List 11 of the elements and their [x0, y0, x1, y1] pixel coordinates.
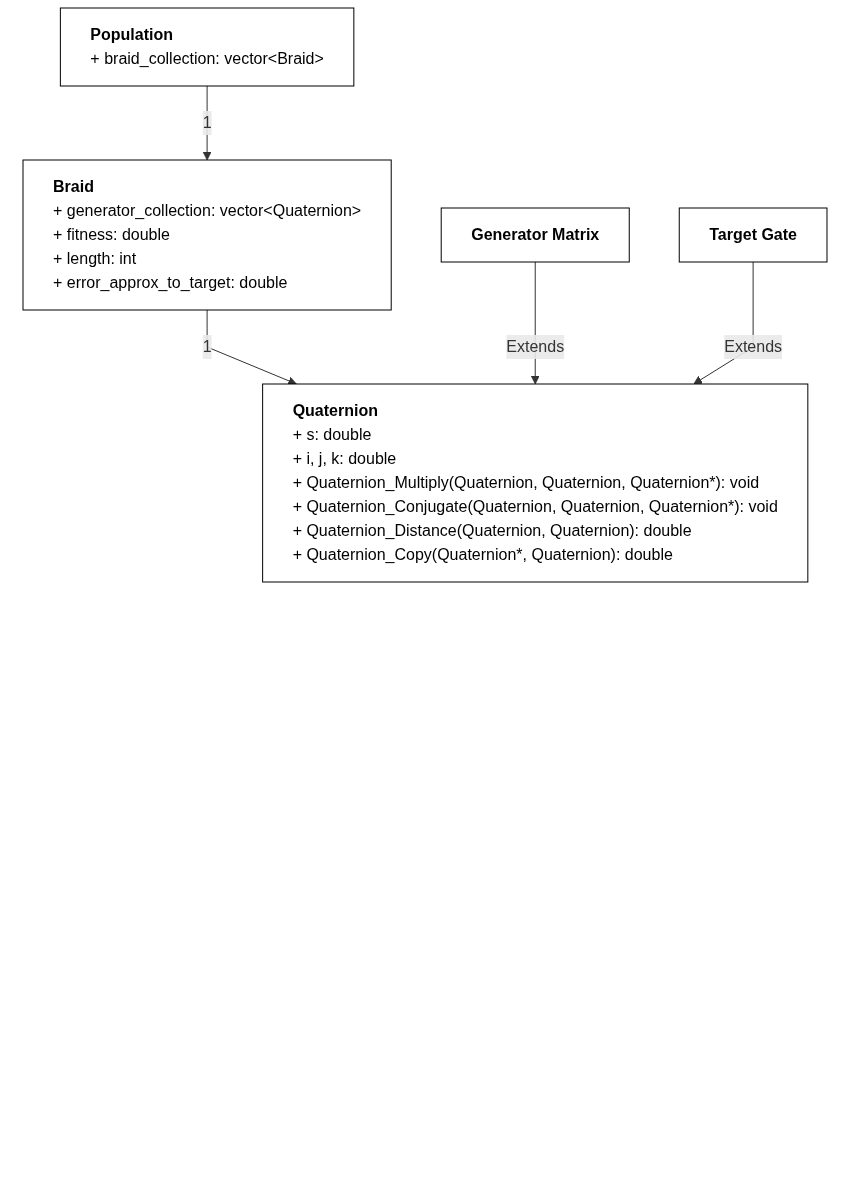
node-box: Population + braid_collection: vector<Braid> — [59, 7, 355, 87]
node-box: Target Gate — [678, 207, 828, 263]
edge-label: 1 — [202, 338, 212, 355]
edge-label: 1 — [202, 114, 212, 131]
node-box: Braid + generator_collection: vector<Quaternion> + fitness: double + length: int + error_approx_to_target: double — [22, 159, 392, 311]
node-box: Quaternion + s: double + i, j, k: double + Quaternion_Multiply(Quaternion, Quaternion, Quaternion*): void + Quaternion_Conjugate(Quaternion, Quaternion, Quaternion*): void + Quaternion_Distance(Quaternion, Quaternion): double + Quaternion_Copy(Quaternion*, Quaternion): double — [262, 383, 809, 583]
arrow — [206, 309, 297, 386]
edge-label: Extends — [724, 338, 783, 355]
edge-label: Extends — [506, 338, 565, 355]
node-box: Generator Matrix — [440, 207, 630, 263]
arrow — [202, 85, 212, 161]
